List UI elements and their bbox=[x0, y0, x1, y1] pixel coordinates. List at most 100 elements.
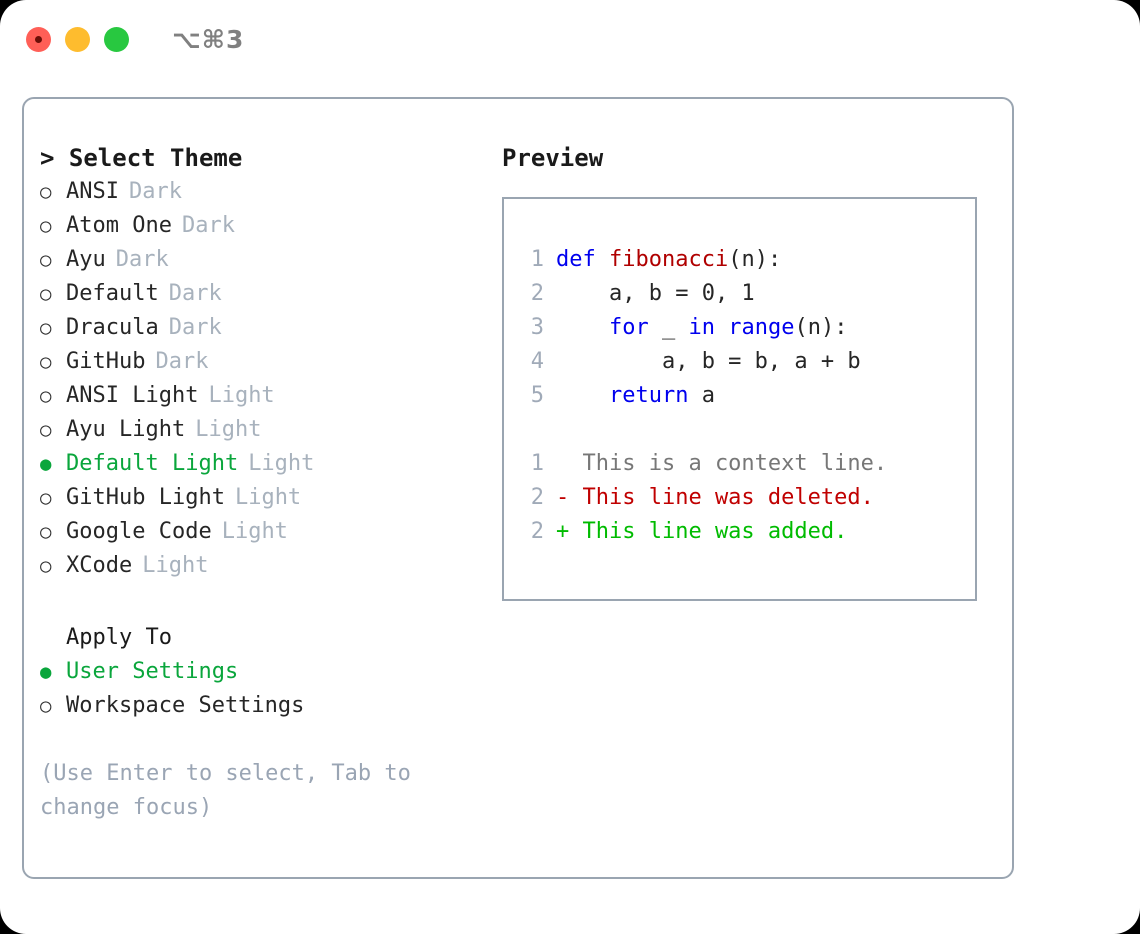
theme-option-ayu-light[interactable]: ○ Ayu Light Light bbox=[40, 413, 490, 447]
theme-option-tag: Light bbox=[221, 519, 288, 544]
theme-option-tag: Light bbox=[248, 451, 315, 476]
diff-line-ctx: 1 This is a context line. bbox=[518, 447, 965, 481]
theme-option-tag: Light bbox=[234, 485, 302, 510]
theme-option-tag: Dark bbox=[181, 213, 235, 238]
apply-to-option-workspace-settings[interactable]: ○ Workspace Settings bbox=[40, 689, 490, 723]
apply-to-option-label: Workspace Settings bbox=[66, 693, 305, 718]
theme-option-label: Default bbox=[66, 281, 159, 306]
theme-option-tag: Light bbox=[195, 417, 262, 442]
spacer bbox=[518, 413, 965, 447]
theme-option-label: XCode bbox=[66, 553, 133, 578]
apply-to-option-user-settings[interactable]: ● User Settings bbox=[40, 655, 490, 689]
radio-unselected-icon: ○ bbox=[40, 249, 52, 271]
diff-line-del: 2 - This line was deleted. bbox=[518, 481, 965, 515]
line-number: 5 bbox=[530, 383, 544, 408]
theme-option-label: Atom One bbox=[66, 213, 172, 238]
token-kw: def bbox=[556, 247, 609, 272]
token-kw: range bbox=[728, 315, 795, 340]
theme-option-atom-one[interactable]: ○ Atom One Dark bbox=[40, 209, 490, 243]
theme-option-default-light[interactable]: ● Default Light Light bbox=[40, 447, 490, 481]
apply-to-option-label: User Settings bbox=[66, 659, 239, 684]
theme-option-tag: Dark bbox=[128, 179, 182, 204]
theme-option-ayu[interactable]: ○ Ayu Dark bbox=[40, 243, 490, 277]
theme-option-label: Default Light bbox=[66, 451, 239, 476]
spacer bbox=[40, 583, 490, 621]
keyboard-hint-text: (Use Enter to select, Tab to change focu… bbox=[40, 761, 425, 820]
line-number: 2 bbox=[530, 519, 544, 544]
token-fn: fibonacci bbox=[608, 247, 729, 272]
window-controls bbox=[26, 26, 129, 52]
theme-option-label: Ayu bbox=[66, 247, 106, 272]
line-number: 2 bbox=[530, 485, 544, 510]
apply-to-list[interactable]: ● User Settings ○ Workspace Settings bbox=[40, 655, 490, 723]
token-kw: for bbox=[608, 315, 649, 340]
theme-option-label: Ayu Light bbox=[66, 417, 186, 442]
radio-unselected-icon: ○ bbox=[40, 317, 52, 339]
theme-option-tag: Dark bbox=[168, 315, 222, 340]
preview-heading: Preview bbox=[502, 144, 604, 172]
minimize-window-button[interactable] bbox=[65, 26, 90, 52]
line-number: 4 bbox=[530, 349, 544, 374]
token-plain bbox=[556, 315, 609, 340]
token-plain: a, b = 0, 1 bbox=[556, 281, 755, 306]
theme-option-label: GitHub Light bbox=[66, 485, 225, 510]
code-line: 1 def fibonacci(n): bbox=[518, 243, 965, 277]
diff-line-add: 2+ This line was added. bbox=[518, 515, 965, 549]
token-plain: (n): bbox=[794, 315, 848, 340]
token-plain: (n): bbox=[728, 247, 782, 272]
close-window-button[interactable] bbox=[26, 26, 51, 52]
maximize-window-button[interactable] bbox=[104, 26, 129, 52]
line-number: 2 bbox=[530, 281, 544, 306]
radio-selected-icon: ● bbox=[40, 661, 52, 683]
token-plain bbox=[556, 383, 609, 408]
radio-unselected-icon: ○ bbox=[40, 181, 52, 203]
code-line: 5 return a bbox=[518, 379, 965, 413]
token-kw: return bbox=[608, 383, 689, 408]
theme-option-tag: Dark bbox=[155, 349, 209, 374]
radio-unselected-icon: ○ bbox=[40, 283, 52, 305]
code-text: return a bbox=[556, 379, 715, 413]
token-plain: a bbox=[688, 383, 715, 408]
radio-unselected-icon: ○ bbox=[40, 215, 52, 237]
radio-unselected-icon: ○ bbox=[40, 419, 52, 441]
title-bar: ⌥⌘3 bbox=[0, 0, 1140, 78]
line-number: 1 bbox=[530, 247, 544, 272]
code-line: 4 a, b = b, a + b bbox=[518, 345, 965, 379]
theme-option-label: ANSI Light bbox=[66, 383, 199, 408]
token-plain bbox=[715, 315, 728, 340]
keyboard-shortcut-label: ⌥⌘3 bbox=[172, 24, 245, 54]
diff-text: - This line was deleted. bbox=[556, 485, 874, 510]
token-plain: _ bbox=[648, 315, 689, 340]
code-text: def fibonacci(n): bbox=[556, 243, 781, 277]
theme-option-tag: Dark bbox=[115, 247, 169, 272]
code-text: a, b = b, a + b bbox=[556, 345, 861, 379]
code-line: 2 a, b = 0, 1 bbox=[518, 277, 965, 311]
radio-unselected-icon: ○ bbox=[40, 385, 52, 407]
theme-option-default[interactable]: ○ Default Dark bbox=[40, 277, 490, 311]
line-number: 3 bbox=[530, 315, 544, 340]
radio-unselected-icon: ○ bbox=[40, 695, 52, 717]
diff-text: This is a context line. bbox=[556, 451, 888, 476]
radio-selected-icon: ● bbox=[40, 453, 52, 475]
theme-option-tag: Dark bbox=[168, 281, 222, 306]
theme-option-tag: Light bbox=[142, 553, 209, 578]
radio-unselected-icon: ○ bbox=[40, 521, 52, 543]
line-number: 1 bbox=[530, 451, 544, 476]
theme-option-label: Google Code bbox=[66, 519, 212, 544]
theme-option-github-light[interactable]: ○ GitHub Light Light bbox=[40, 481, 490, 515]
select-theme-heading: > Select Theme bbox=[40, 144, 243, 172]
radio-unselected-icon: ○ bbox=[40, 487, 52, 509]
theme-option-google-code[interactable]: ○ Google Code Light bbox=[40, 515, 490, 549]
